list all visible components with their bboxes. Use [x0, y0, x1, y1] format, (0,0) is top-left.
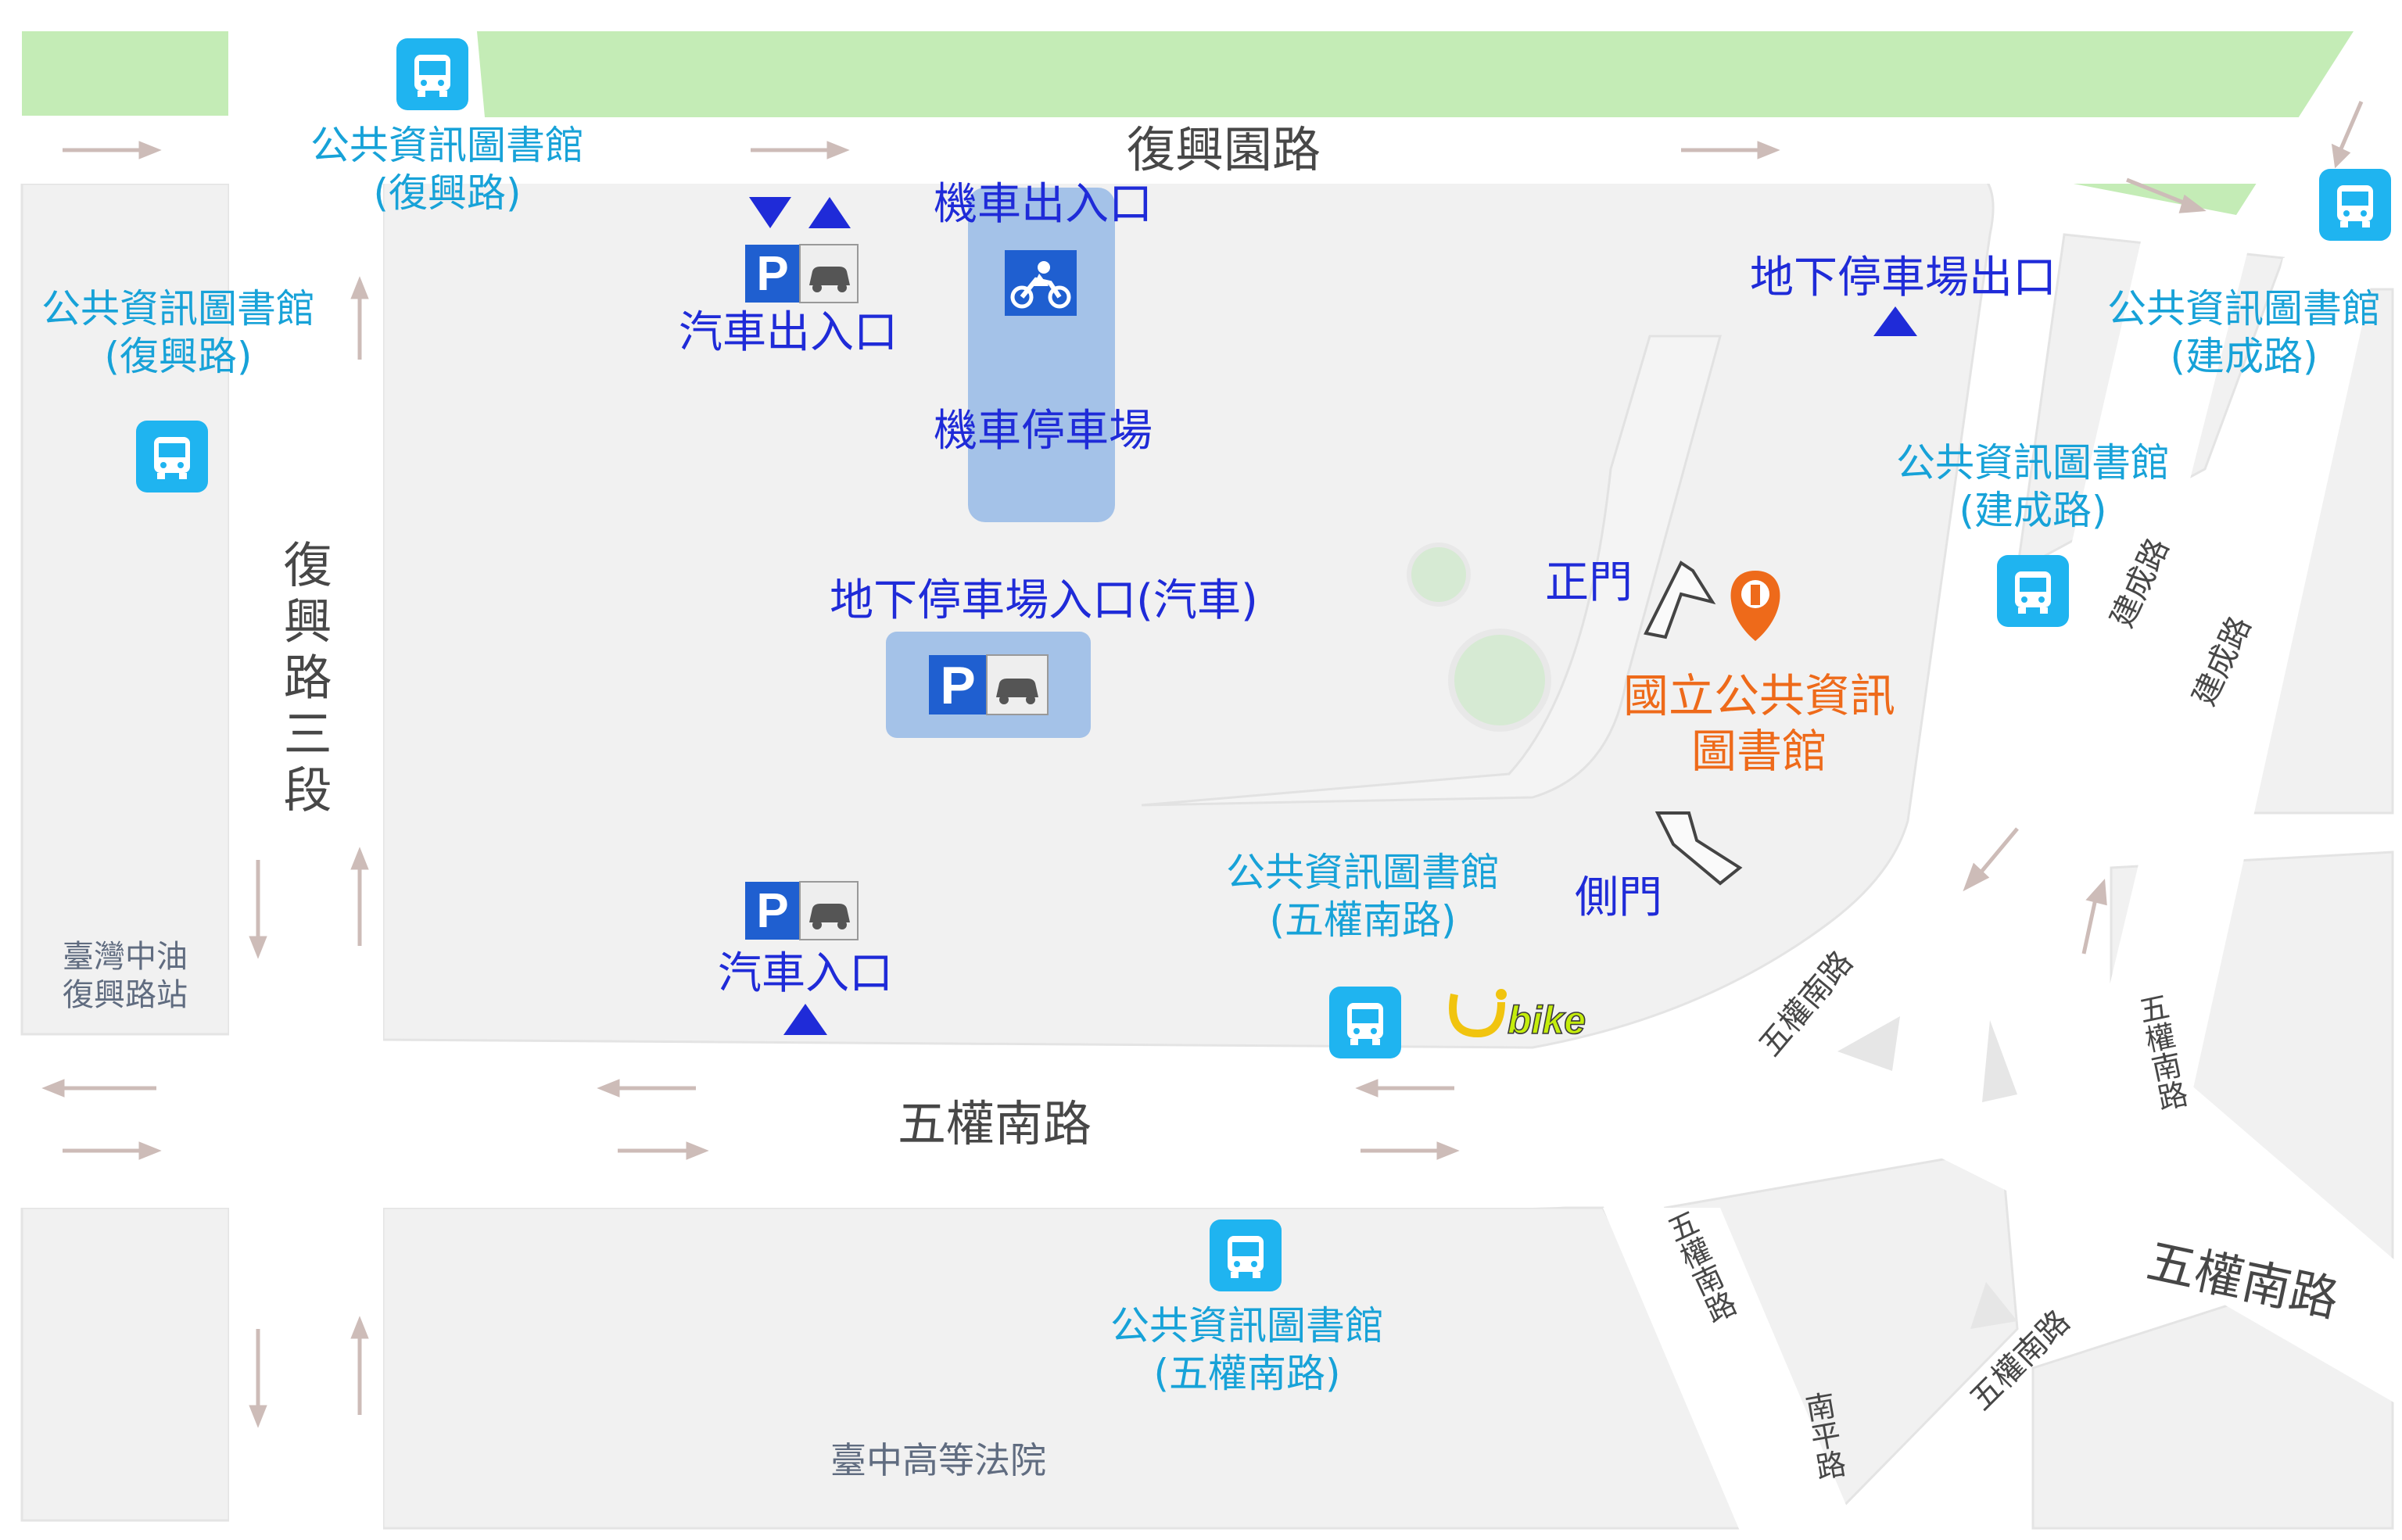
road-fuxing-sec3 — [229, 117, 383, 1540]
bus-stop-icon[interactable] — [1329, 987, 1401, 1058]
garden-small — [1407, 543, 1471, 607]
parking-sign-underground[interactable]: P — [929, 654, 1049, 715]
gate-flag-icon — [1644, 560, 1743, 886]
bus-stop-name: 公共資訊圖書館 — [1896, 440, 2170, 485]
library-name[interactable]: 國立公共資訊 圖書館 — [1623, 668, 1895, 779]
bus-stop-name: 公共資訊圖書館 — [2107, 286, 2381, 331]
label-underground-entry: 地下停車場入口(汽車) — [830, 575, 1258, 626]
bus-stop-road: (復興路) — [373, 170, 522, 216]
road-wuquan-south — [0, 938, 1908, 1208]
svg-text:P: P — [940, 656, 975, 715]
block-court — [382, 1206, 1777, 1530]
arrow-up-icon — [808, 197, 851, 228]
gas-station-label: 臺灣中油 復興路站 — [63, 938, 188, 1015]
label-motor-lot: 機車停車場 — [934, 406, 1153, 457]
road-jiancheng-2 — [2080, 258, 2377, 1141]
bus-stop-label-jiancheng: 公共資訊圖書館 (建成路) — [1896, 439, 2170, 535]
svg-text:P: P — [756, 247, 788, 301]
block-southwest — [20, 1206, 231, 1522]
block-west — [20, 182, 231, 1036]
parking-sign-bottom[interactable]: P — [745, 881, 859, 940]
bus-stop-label-fuxing-left: 公共資訊圖書館 (復興路) — [41, 285, 315, 381]
label-main-gate: 正門 — [1545, 557, 1633, 608]
bus-stop-icon[interactable] — [1997, 555, 2069, 627]
location-pin-icon[interactable] — [1730, 571, 1780, 641]
gas-station-line1: 臺灣中油 — [63, 939, 188, 975]
road-nanping — [1603, 1208, 1861, 1540]
motorcycle-icon — [1005, 250, 1077, 316]
gas-station-line2: 復興路站 — [63, 976, 188, 1013]
library-name-line2: 圖書館 — [1690, 724, 1828, 778]
bus-stop-label-fuxing-top: 公共資訊圖書館 (復興路) — [310, 122, 584, 217]
road-wuquan-right — [1908, 1016, 2402, 1407]
bus-stop-icon[interactable] — [136, 421, 208, 492]
parking-sign-top[interactable]: P — [745, 244, 859, 303]
bus-stop-icon[interactable] — [1210, 1219, 1282, 1291]
arrow-up-icon — [783, 1004, 827, 1035]
bus-stop-name: 公共資訊圖書館 — [41, 286, 315, 331]
road-label-fuxing-sec3: 復興路三段 — [274, 539, 332, 821]
arrow-up-icon — [1873, 306, 1917, 336]
traffic-arrows — [41, 101, 2364, 1428]
label-car-exit-entry: 汽車出入口 — [679, 307, 898, 358]
svg-text:P: P — [756, 884, 788, 938]
label-side-gate: 側門 — [1575, 872, 1662, 923]
arrow-down-icon — [749, 197, 791, 228]
road-triangles — [1837, 1016, 2017, 1329]
block-se-2 — [2031, 1296, 2394, 1530]
bus-stop-icon[interactable] — [396, 38, 468, 110]
park-area — [22, 31, 228, 116]
bus-stop-road: (復興路) — [104, 334, 253, 379]
road-jiancheng — [1970, 235, 2252, 985]
garden-large — [1448, 629, 1551, 732]
road-label-wuquan-south: 五權南路 — [897, 1095, 1092, 1152]
road-label-fuxing-park: 復興園路 — [1126, 121, 1321, 178]
court-label: 臺中高等法院 — [830, 1439, 1046, 1481]
library-name-line1: 國立公共資訊 — [1622, 669, 1896, 722]
bus-stop-icon[interactable] — [2319, 169, 2391, 241]
bus-stop-road: (五權南路) — [1269, 897, 1457, 943]
bus-stop-name: 公共資訊圖書館 — [1226, 850, 1500, 895]
label-underground-exit: 地下停車場出口 — [1750, 252, 2056, 303]
bus-stop-road: (建成路) — [2170, 334, 2318, 379]
bus-stop-label-wuquan-north: 公共資訊圖書館 (五權南路) — [1226, 849, 1500, 944]
bus-stop-road: (五權南路) — [1153, 1351, 1341, 1396]
bus-stop-name: 公共資訊圖書館 — [310, 123, 584, 168]
label-car-entry: 汽車入口 — [718, 948, 893, 999]
motorcycle-lot-area — [968, 188, 1115, 522]
bus-stop-label-jiancheng-right: 公共資訊圖書館 (建成路) — [2107, 285, 2381, 381]
ubike-logo[interactable]: bike — [1449, 989, 1586, 1043]
bus-stop-label-wuquan-south: 公共資訊圖書館 (五權南路) — [1110, 1302, 1384, 1398]
bus-stop-road: (建成路) — [1959, 488, 2107, 533]
road-fuxing-park — [0, 117, 2402, 184]
svg-text:bike: bike — [1508, 998, 1586, 1042]
library-building-outline — [1141, 335, 1722, 807]
label-motor-entry: 機車出入口 — [934, 179, 1153, 230]
park-area-main — [477, 31, 2354, 215]
block-library-site — [382, 167, 1995, 1049]
bus-stop-name: 公共資訊圖書館 — [1110, 1303, 1384, 1348]
